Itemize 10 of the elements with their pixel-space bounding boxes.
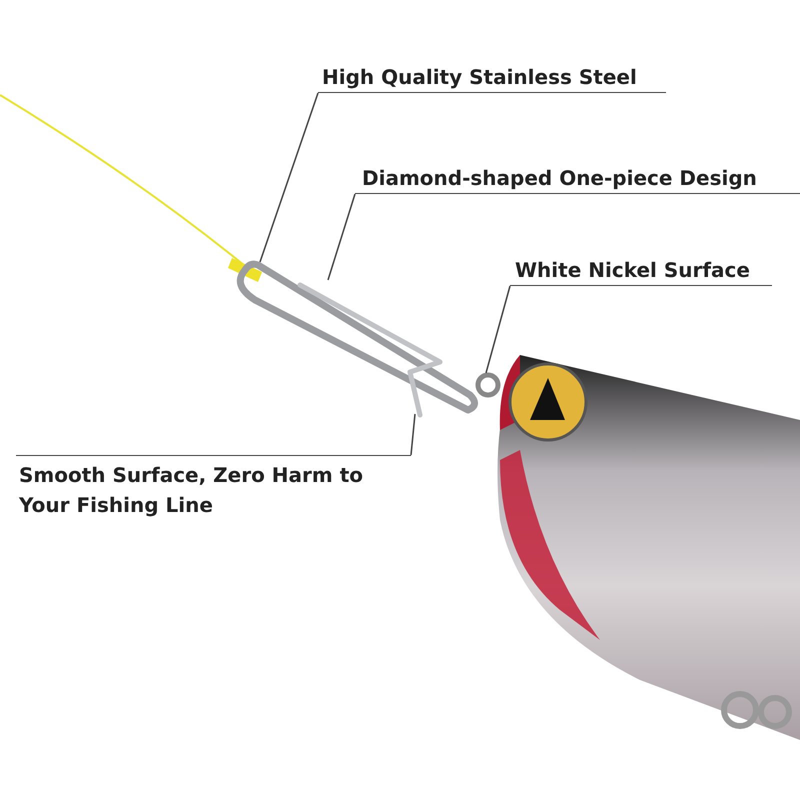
leader-line — [259, 92, 319, 262]
callout-label: White Nickel Surface — [510, 255, 772, 286]
leader-line — [485, 286, 511, 374]
leader-line — [410, 414, 416, 456]
callout-label: Diamond-shaped One-piece Design — [355, 163, 800, 194]
callout-label: Smooth Surface, Zero Harm to Your Fishing Line — [16, 455, 411, 520]
leader-line — [327, 194, 356, 280]
snap-clip-drawing — [236, 260, 478, 418]
split-ring-drawing — [476, 372, 500, 398]
callout-label: High Quality Stainless Steel — [318, 62, 666, 93]
